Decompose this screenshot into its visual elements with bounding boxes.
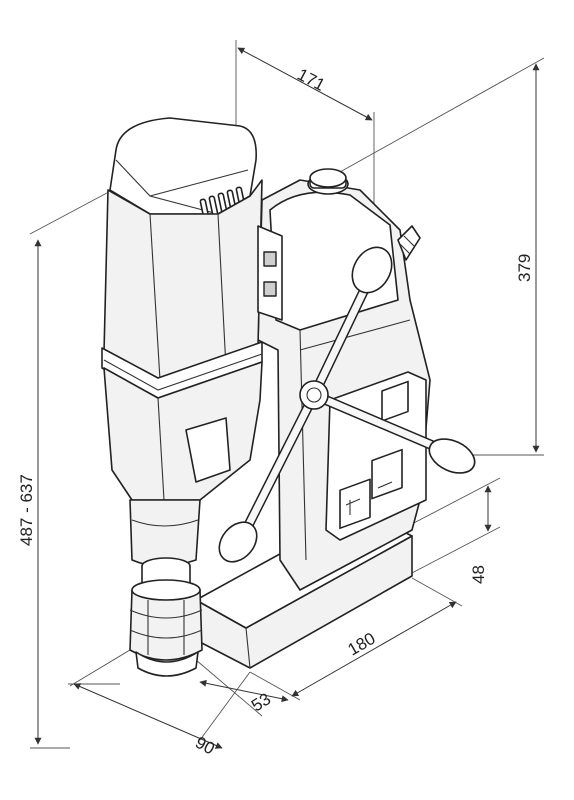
- vent-slots: [199, 186, 246, 222]
- dim-label-48: 48: [469, 565, 488, 584]
- feed-handles: [218, 246, 476, 563]
- motor-switches: [257, 225, 283, 321]
- switch-button: [371, 448, 403, 500]
- switch-button: [339, 478, 371, 530]
- motor-unit: [101, 117, 263, 567]
- dim-label-379: 379: [515, 254, 534, 282]
- dim-label-180: 180: [345, 629, 379, 660]
- dim-label-487-637: 487 - 637: [17, 474, 36, 546]
- switch-button: [381, 380, 409, 422]
- arbor-chuck: [129, 557, 203, 677]
- magnetic-drill: [101, 117, 476, 677]
- dimension-lines: [29, 40, 545, 749]
- dim-label-53: 53: [248, 689, 274, 715]
- dim-label-171: 171: [294, 65, 328, 95]
